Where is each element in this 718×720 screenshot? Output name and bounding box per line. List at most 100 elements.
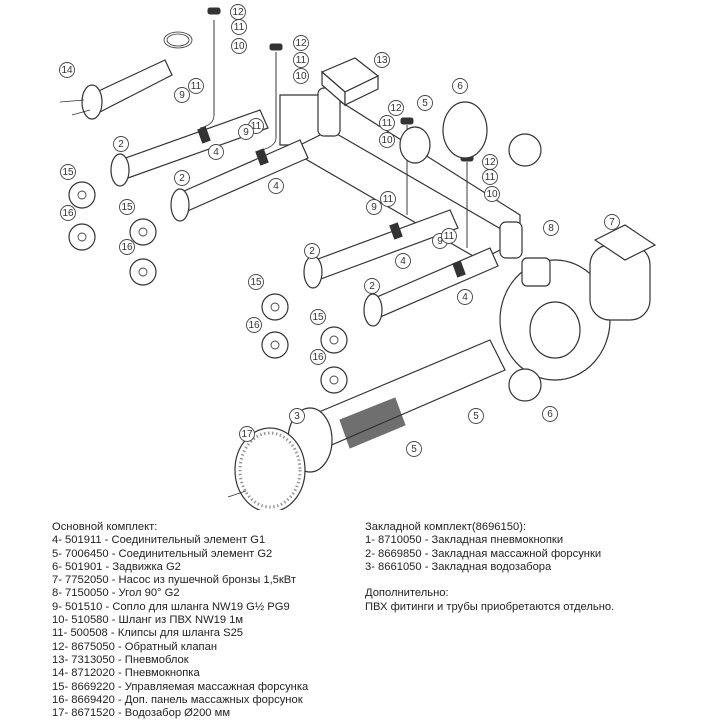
callout-8: 8 (543, 220, 559, 236)
callout-5: 5 (417, 95, 433, 111)
suction-cover (227, 427, 306, 510)
callout-circle (239, 426, 255, 442)
callout-number: 12 (390, 103, 402, 114)
callout-circle (374, 52, 390, 68)
callout-11: 11 (188, 78, 204, 94)
callout-circle (289, 408, 305, 424)
callout-circle (366, 199, 382, 215)
callout-circle (188, 78, 204, 94)
callout-circle (238, 124, 254, 140)
callout-circle (293, 52, 309, 68)
callout-number: 4 (273, 181, 279, 192)
callout-number: 8 (548, 223, 554, 234)
callout-circle (293, 68, 309, 84)
callout-12: 12 (230, 4, 246, 20)
callout-circle (113, 136, 129, 152)
callout-number: 16 (248, 320, 260, 331)
callout-number: 9 (437, 236, 443, 247)
main-kit-title: Основной комплект: (52, 521, 158, 533)
callout-11: 11 (231, 19, 247, 35)
callout-number: 15 (121, 202, 133, 213)
callout-11: 11 (293, 52, 309, 68)
callout-circle (379, 132, 395, 148)
callout-7: 7 (604, 214, 620, 230)
callout-circle (60, 164, 76, 180)
part-item: 7- 7752050 - Насос из пушечной бронзы 1,… (52, 574, 297, 587)
callout-circle (604, 214, 620, 230)
callout-4: 4 (395, 253, 411, 269)
part-item: 15- 8669220 - Управляемая массажная форс… (52, 680, 309, 693)
callout-10: 10 (231, 38, 247, 54)
callout-circle (441, 228, 457, 244)
callout-10: 10 (293, 68, 309, 84)
callout-number: 4 (400, 256, 406, 267)
part-item: 2- 8669850 - Закладная массажной форсунк… (365, 547, 602, 560)
embedded-kit-list: Закладной комплект(8696150): 1- 8710050 … (365, 521, 614, 614)
callout-number: 11 (444, 231, 455, 242)
additional-title: Дополнительно: (365, 587, 449, 600)
callout-number: 10 (381, 135, 393, 146)
part-item: 14- 8712020 - Пневмокнопка (52, 667, 200, 680)
callout-11: 11 (379, 115, 395, 131)
callout-circle (388, 100, 404, 116)
callout-number: 9 (179, 90, 185, 101)
callout-9: 9 (366, 199, 382, 215)
callout-5: 5 (406, 441, 422, 457)
callout-6: 6 (542, 406, 558, 422)
callout-circle (482, 169, 498, 185)
callout-number: 12 (232, 7, 244, 18)
callout-circle (542, 406, 558, 422)
callout-12: 12 (482, 154, 498, 170)
callout-2: 2 (174, 170, 190, 186)
callout-11: 11 (441, 228, 457, 244)
callout-16: 16 (60, 205, 76, 221)
callout-circle (248, 274, 264, 290)
callout-circle (174, 170, 190, 186)
callout-number: 11 (485, 172, 496, 183)
part-item: 9- 501510 - Сопло для шланга NW19 G½ PG9 (52, 600, 290, 613)
callout-number: 3 (294, 411, 300, 422)
callout-number: 11 (382, 118, 393, 129)
callout-number: 11 (383, 194, 394, 205)
callout-number: 13 (376, 55, 388, 66)
air-control-box (320, 57, 380, 107)
callout-number: 10 (233, 41, 245, 52)
callout-number: 6 (547, 409, 553, 420)
callout-number: 5 (411, 444, 417, 455)
callout-circle (406, 441, 422, 457)
callout-13: 13 (374, 52, 390, 68)
part-item: 17- 8671520 - Водозабор Ø200 мм (52, 707, 231, 720)
callout-number: 15 (62, 167, 74, 178)
callout-10: 10 (484, 186, 500, 202)
air-button-assembly (59, 31, 193, 120)
callout-2: 2 (364, 278, 380, 294)
callout-6: 6 (452, 78, 468, 94)
callout-4: 4 (208, 144, 224, 160)
pump-assembly (287, 101, 657, 473)
callout-number: 2 (179, 173, 185, 184)
part-item: 3- 8661050 - Закладная водозабора (365, 560, 552, 573)
part-item: 5- 7006450 - Соединительный элемент G2 (52, 547, 273, 560)
callout-number: 14 (61, 65, 73, 76)
callout-2: 2 (113, 136, 129, 152)
callout-circle (457, 289, 473, 305)
callout-circle (417, 95, 433, 111)
callout-number: 6 (457, 81, 463, 92)
callout-16: 16 (246, 317, 262, 333)
callout-12: 12 (293, 35, 309, 51)
callout-circle (364, 278, 380, 294)
callout-11: 11 (380, 191, 396, 207)
pipework (110, 7, 523, 327)
callout-9: 9 (174, 87, 190, 103)
callout-16: 16 (119, 239, 135, 255)
part-item: 11- 500508 - Клипсы для шланга S25 (52, 627, 244, 640)
callout-circle (310, 349, 326, 365)
callout-circle (468, 408, 484, 424)
callout-15: 15 (310, 309, 326, 325)
callout-circle (310, 309, 326, 325)
part-item: 16- 8669420 - Доп. панель массажных форс… (52, 693, 303, 706)
embedded-kit-title: Закладной комплект(8696150): (365, 521, 527, 533)
part-item: 1- 8710050 - Закладная пневмокнопки (365, 534, 564, 547)
part-item: 13- 7313050 - Пневмоблок (52, 653, 189, 666)
